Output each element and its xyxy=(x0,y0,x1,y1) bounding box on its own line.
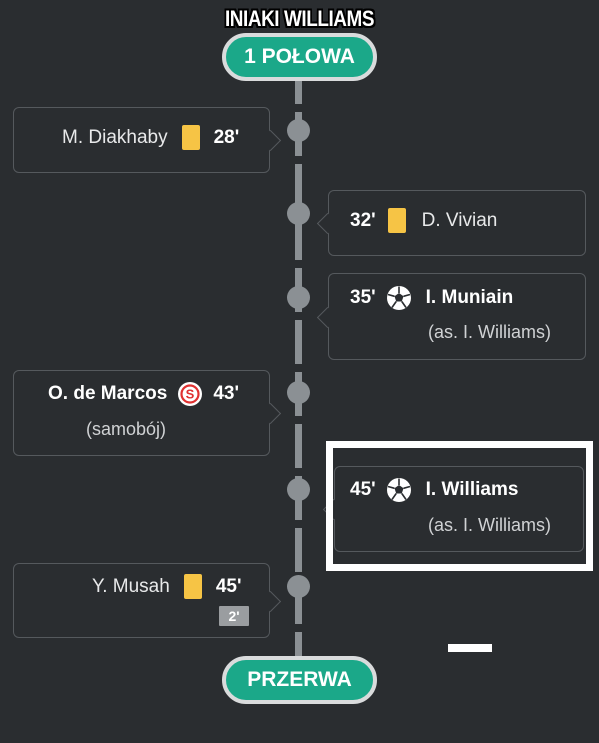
event-minute: 28' xyxy=(213,126,240,148)
event-minute: 45' xyxy=(215,575,242,597)
event-card-4[interactable] xyxy=(334,466,584,552)
period-end-label: PRZERWA xyxy=(247,668,352,691)
yellow-card-icon xyxy=(387,208,406,233)
event-player: Y. Musah xyxy=(92,575,170,597)
event-minute: 43' xyxy=(213,383,239,404)
football-icon xyxy=(386,477,412,503)
football-icon xyxy=(386,285,412,311)
event-row-0: M. Diakhaby 28' xyxy=(62,125,239,150)
event-minute: 45' xyxy=(350,479,376,500)
event-card-0[interactable]: .e0::after{} xyxy=(13,107,270,173)
timeline-node xyxy=(287,286,310,309)
period-start-label: 1 POŁOWA xyxy=(244,45,355,68)
timeline-line xyxy=(295,60,302,690)
event-player: I. Williams xyxy=(425,479,519,500)
event-row-3: O. de Marcos S 43' xyxy=(48,381,239,407)
event-detail: (samobój) xyxy=(86,419,167,439)
event-card-2[interactable] xyxy=(328,273,586,360)
event-minute: 32' xyxy=(350,209,376,231)
event-player: I. Muniain xyxy=(425,287,514,308)
timeline-node xyxy=(287,381,310,404)
timeline-node xyxy=(287,119,310,142)
period-start-pill: 1 POŁOWA xyxy=(222,33,377,81)
event-card-1[interactable] xyxy=(328,190,586,256)
event-row-1: 32' D. Vivian xyxy=(350,208,497,233)
event-row-4: 45' I. Williams xyxy=(350,477,518,503)
meme-caption: INIAKI WILLIAMS xyxy=(224,6,375,31)
period-end-pill: PRZERWA xyxy=(222,656,377,704)
timeline-node xyxy=(287,202,310,225)
event-minute: 35' xyxy=(350,287,376,308)
event-detail: (as. I. Williams) xyxy=(428,322,551,342)
event-row-5: Y. Musah 45' xyxy=(92,574,241,599)
event-row-2: 35' I. Muniain xyxy=(350,285,513,311)
own-goal-icon: S xyxy=(177,381,203,407)
highlight-box xyxy=(326,441,593,571)
event-player: O. de Marcos xyxy=(48,383,168,404)
added-time-badge: 2' xyxy=(219,606,249,626)
event-player: D. Vivian xyxy=(421,209,498,231)
timeline-node xyxy=(287,575,310,598)
white-dash-mark xyxy=(448,644,492,652)
event-player: M. Diakhaby xyxy=(62,126,168,148)
yellow-card-icon xyxy=(183,574,202,599)
event-card-3[interactable] xyxy=(13,370,270,456)
event-detail: (as. I. Williams) xyxy=(428,515,551,535)
timeline-node xyxy=(287,478,310,501)
svg-text:S: S xyxy=(186,387,195,402)
yellow-card-icon xyxy=(181,125,200,150)
